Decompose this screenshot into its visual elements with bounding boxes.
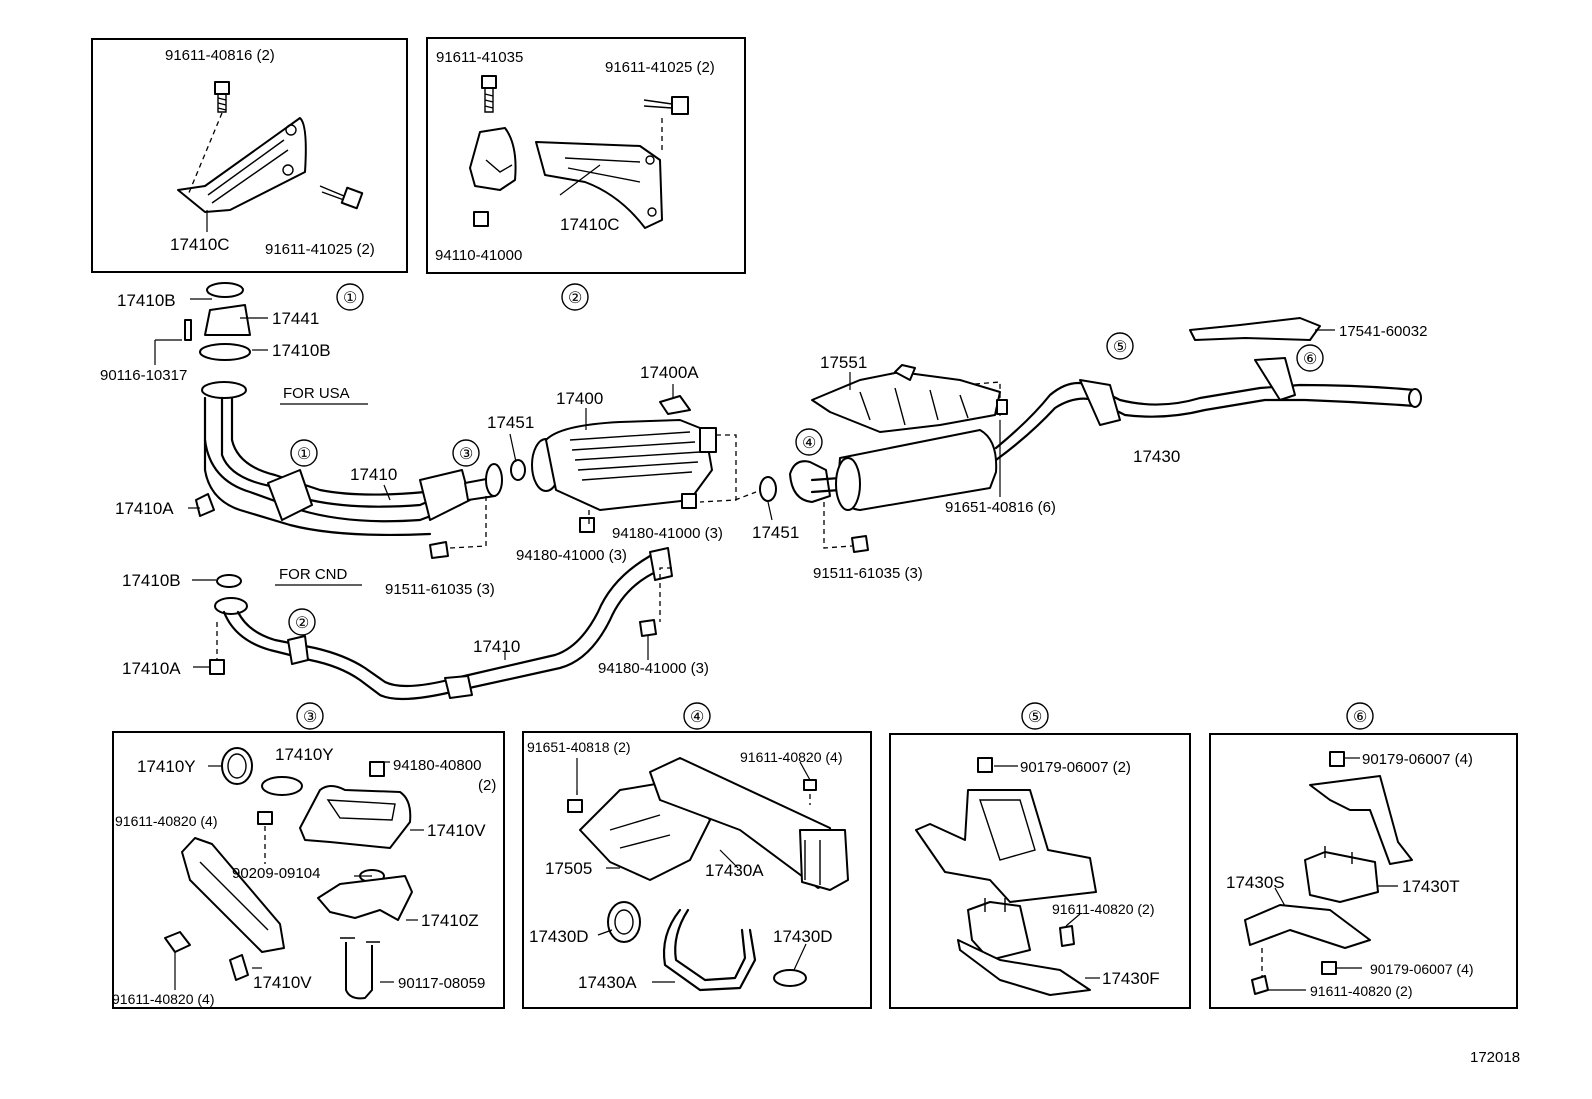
label-17410A-usa: 17410A	[115, 499, 174, 518]
label-17430A-top: 17430A	[705, 861, 764, 880]
label-17451-rear: 17451	[752, 523, 799, 542]
catalytic-converter-17400	[531, 395, 717, 533]
label-94180-41000-c: 94180-41000 (3)	[598, 660, 709, 677]
label-91611-41025-d2: 91611-41025 (2)	[605, 59, 715, 76]
label-91611-40820-d3-top: 91611-40820 (4)	[115, 813, 217, 829]
label-94110-41000: 94110-41000	[435, 247, 522, 264]
callout-6-detail: ⑥	[1353, 709, 1367, 726]
callout-5-detail: ⑤	[1028, 709, 1042, 726]
callout-3-usa: ③	[459, 446, 473, 463]
bolt-91611-41025	[319, 185, 364, 210]
callout-1-usa: ①	[297, 446, 311, 463]
label-17410C-d2: 17410C	[560, 215, 620, 234]
label-17430T: 17430T	[1402, 877, 1460, 896]
label-90117-08059: 90117-08059	[398, 975, 485, 992]
label-91611-40820-d3-bottom: 91611-40820 (4)	[112, 991, 214, 1007]
label-17505: 17505	[545, 859, 592, 878]
bolt-91611-40816	[214, 81, 230, 113]
detail-box-3	[112, 731, 505, 1009]
label-91651-40816: 91651-40816 (6)	[945, 499, 1056, 516]
label-17410B-cnd: 17410B	[122, 571, 181, 590]
callout-2-top: ②	[568, 290, 582, 307]
label-17410C-d1: 17410C	[170, 235, 230, 254]
callout-2-cnd: ②	[295, 615, 309, 632]
detail-box-5	[889, 733, 1191, 1009]
note-for-usa: FOR USA	[283, 385, 350, 402]
label-17430S: 17430S	[1226, 873, 1285, 892]
label-17441: 17441	[272, 309, 319, 328]
callout-6-main: ⑥	[1303, 351, 1317, 368]
detail-box-2	[426, 37, 746, 274]
label-17410A-cnd: 17410A	[122, 659, 181, 678]
callout-5-main: ⑤	[1113, 339, 1127, 356]
detail-box-1	[91, 38, 408, 273]
label-91511-61035-left: 91511-61035 (3)	[385, 581, 495, 598]
callout-4-detail: ④	[690, 709, 704, 726]
label-17410B-top: 17410B	[117, 291, 176, 310]
label-91511-61035-right: 91511-61035 (3)	[813, 565, 923, 582]
label-94180-41000-a: 94180-41000 (3)	[612, 525, 723, 542]
label-17430F: 17430F	[1102, 969, 1160, 988]
label-94180-40800-qty: (2)	[478, 777, 496, 794]
label-17410V-top: 17410V	[427, 821, 486, 840]
muffler-tailpipe-17430	[789, 317, 1422, 511]
label-17400A: 17400A	[640, 363, 699, 382]
label-17430D-left: 17430D	[529, 927, 589, 946]
flange-stack-usa	[184, 282, 251, 399]
label-91611-41025-d1: 91611-41025 (2)	[265, 241, 375, 258]
heat-shield-17551	[811, 364, 1001, 433]
figure-number: 172018	[1470, 1049, 1520, 1066]
label-17410-cnd: 17410	[473, 637, 520, 656]
callout-3-detail: ③	[303, 709, 317, 726]
detail-box-4	[522, 731, 872, 1009]
label-94180-40800: 94180-40800	[393, 757, 481, 774]
label-91651-40818: 91651-40818 (2)	[527, 739, 631, 755]
label-91611-40820-d4: 91611-40820 (4)	[740, 749, 842, 765]
label-17410B-mid: 17410B	[272, 341, 331, 360]
label-17430A-bottom: 17430A	[578, 973, 637, 992]
label-94180-41000-b: 94180-41000 (3)	[516, 547, 627, 564]
label-17410Y-left: 17410Y	[137, 757, 196, 776]
label-90179-06007-d6-bottom: 90179-06007 (4)	[1370, 961, 1474, 977]
label-90179-06007-d6-top: 90179-06007 (4)	[1362, 751, 1473, 768]
label-91611-40816-top: 91611-40816 (2)	[165, 47, 275, 64]
label-17451-front: 17451	[487, 413, 534, 432]
label-17430: 17430	[1133, 447, 1180, 466]
label-17400: 17400	[556, 389, 603, 408]
label-17410Y-right: 17410Y	[275, 745, 334, 764]
label-91611-40820-d5: 91611-40820 (2)	[1052, 901, 1154, 917]
callout-4-main: ④	[802, 435, 816, 452]
label-17430D-right: 17430D	[773, 927, 833, 946]
callout-1-top: ①	[343, 290, 357, 307]
label-17551: 17551	[820, 353, 867, 372]
label-91611-40820-d6: 91611-40820 (2)	[1310, 983, 1412, 999]
label-17541-60032: 17541-60032	[1339, 323, 1427, 340]
detail-box-6	[1209, 733, 1518, 1009]
label-17410-usa: 17410	[350, 465, 397, 484]
label-90179-06007-d5: 90179-06007 (2)	[1020, 759, 1131, 776]
label-90116-10317: 90116-10317	[100, 367, 187, 384]
label-17410Z: 17410Z	[421, 911, 479, 930]
label-90209-09104: 90209-09104	[232, 865, 320, 882]
note-for-cnd: FOR CND	[279, 566, 347, 583]
label-17410V-bottom: 17410V	[253, 973, 312, 992]
label-91611-41035: 91611-41035	[436, 49, 523, 66]
front-pipe-17410-cnd	[209, 547, 673, 701]
